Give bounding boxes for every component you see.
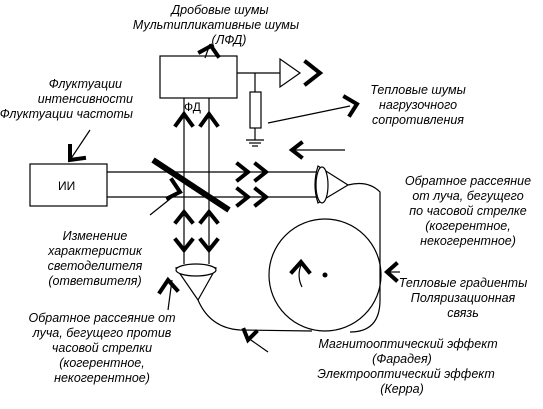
pointer-lfd-arrow-icon (197, 43, 221, 59)
label-splitter2: характеристик (47, 244, 143, 258)
right-arrow-icon (235, 186, 252, 208)
label-backscatter-ccw4: (когерентное, (59, 356, 144, 370)
fiber-lead-bottom (197, 299, 313, 332)
label-backscatter-ccw2: луча, бегущего против (32, 326, 172, 340)
beam-splitter (151, 157, 231, 213)
label-mult-noise: Мультипликативные шумы (133, 18, 299, 32)
down-arrow-icon (173, 237, 195, 254)
fiber-lead-right (347, 182, 381, 333)
label-splitter3: светоделителя (48, 259, 143, 273)
pointer-magneto (247, 337, 269, 353)
pointer-thermal-noise-arrow-icon (342, 94, 360, 118)
label-electro1: Электрооптический эффект (317, 367, 494, 381)
right-coupler-lens-face (315, 166, 329, 204)
rotation-arrowhead-icon (289, 258, 312, 275)
label-fluct-intensity: Флуктуации (49, 77, 122, 91)
pointer-fluctuations (69, 129, 91, 161)
label-splitter4: (ответвителя) (48, 274, 141, 288)
pointer-backscatter-cw-arrow-icon (288, 140, 304, 160)
right-arrow-icon (253, 186, 270, 208)
label-thermal-noise3: сопротивления (372, 113, 464, 127)
label-lfd: (ЛФД) (212, 33, 247, 47)
source-block (29, 163, 108, 207)
label-fluct-intensity2: интенсивности (38, 92, 133, 106)
label-backscatter-ccw5: некогерентное) (54, 371, 150, 385)
label-shot-noise: Дробовые шумы (169, 3, 268, 17)
up-arrow-icon (173, 208, 195, 225)
label-polarization2: связь (447, 306, 479, 320)
up-arrow-icon (198, 208, 220, 225)
label-backscatter-cw1: Обратное рассеяние (405, 174, 531, 188)
label-splitter1: Изменение (63, 229, 128, 243)
pointer-splitter-arrow-icon (165, 177, 183, 201)
pointer-thermal-grad-arrow-icon (383, 261, 399, 283)
photodetector-label: ФД (184, 100, 201, 114)
photodetector-block (159, 55, 238, 99)
pointer-fluctuations-arrow-icon (68, 144, 87, 163)
coil-center-dot (322, 272, 328, 278)
fiber-coil (268, 218, 382, 332)
label-fluct-freq: Флуктуации частоты (0, 107, 133, 121)
label-backscatter-ccw3: часовой стрелки (52, 341, 152, 355)
label-backscatter-cw5: некогерентное) (420, 234, 516, 248)
down-arrow-icon (198, 237, 220, 254)
pointer-magneto-arrow-icon (241, 327, 259, 344)
label-magneto2: (Фарадея) (372, 352, 432, 366)
label-thermal-grad: Тепловые градиенты (399, 276, 528, 290)
pointer-backscatter-ccw-arrow-icon (157, 276, 180, 295)
pointer-thermal-noise (267, 105, 351, 124)
label-electro2: (Керра) (380, 382, 424, 396)
label-thermal-noise1: Тепловые шумы (370, 83, 466, 97)
up-arrow-icon (173, 110, 195, 128)
label-backscatter-ccw1: Обратное рассеяние от (29, 311, 176, 325)
label-magneto1: Магнитооптический эффект (318, 337, 497, 351)
right-arrow-icon (253, 161, 270, 183)
label-backscatter-cw3: по часовой стрелке (409, 204, 527, 218)
lower-coupler-lens-face (175, 263, 217, 277)
label-backscatter-cw2: от луча, бегущего (412, 189, 523, 203)
amplifier-output-arrow-icon (303, 59, 324, 87)
label-polarization1: Поляризационная (411, 291, 516, 305)
label-backscatter-cw4: (когерентное, (425, 219, 510, 233)
label-thermal-noise2: нагрузочного (379, 98, 457, 112)
load-resistor (249, 91, 262, 129)
right-arrow-icon (235, 161, 252, 183)
up-arrow-icon (198, 110, 220, 128)
amplifier-triangle (279, 57, 302, 89)
source-label: ИИ (58, 179, 75, 193)
